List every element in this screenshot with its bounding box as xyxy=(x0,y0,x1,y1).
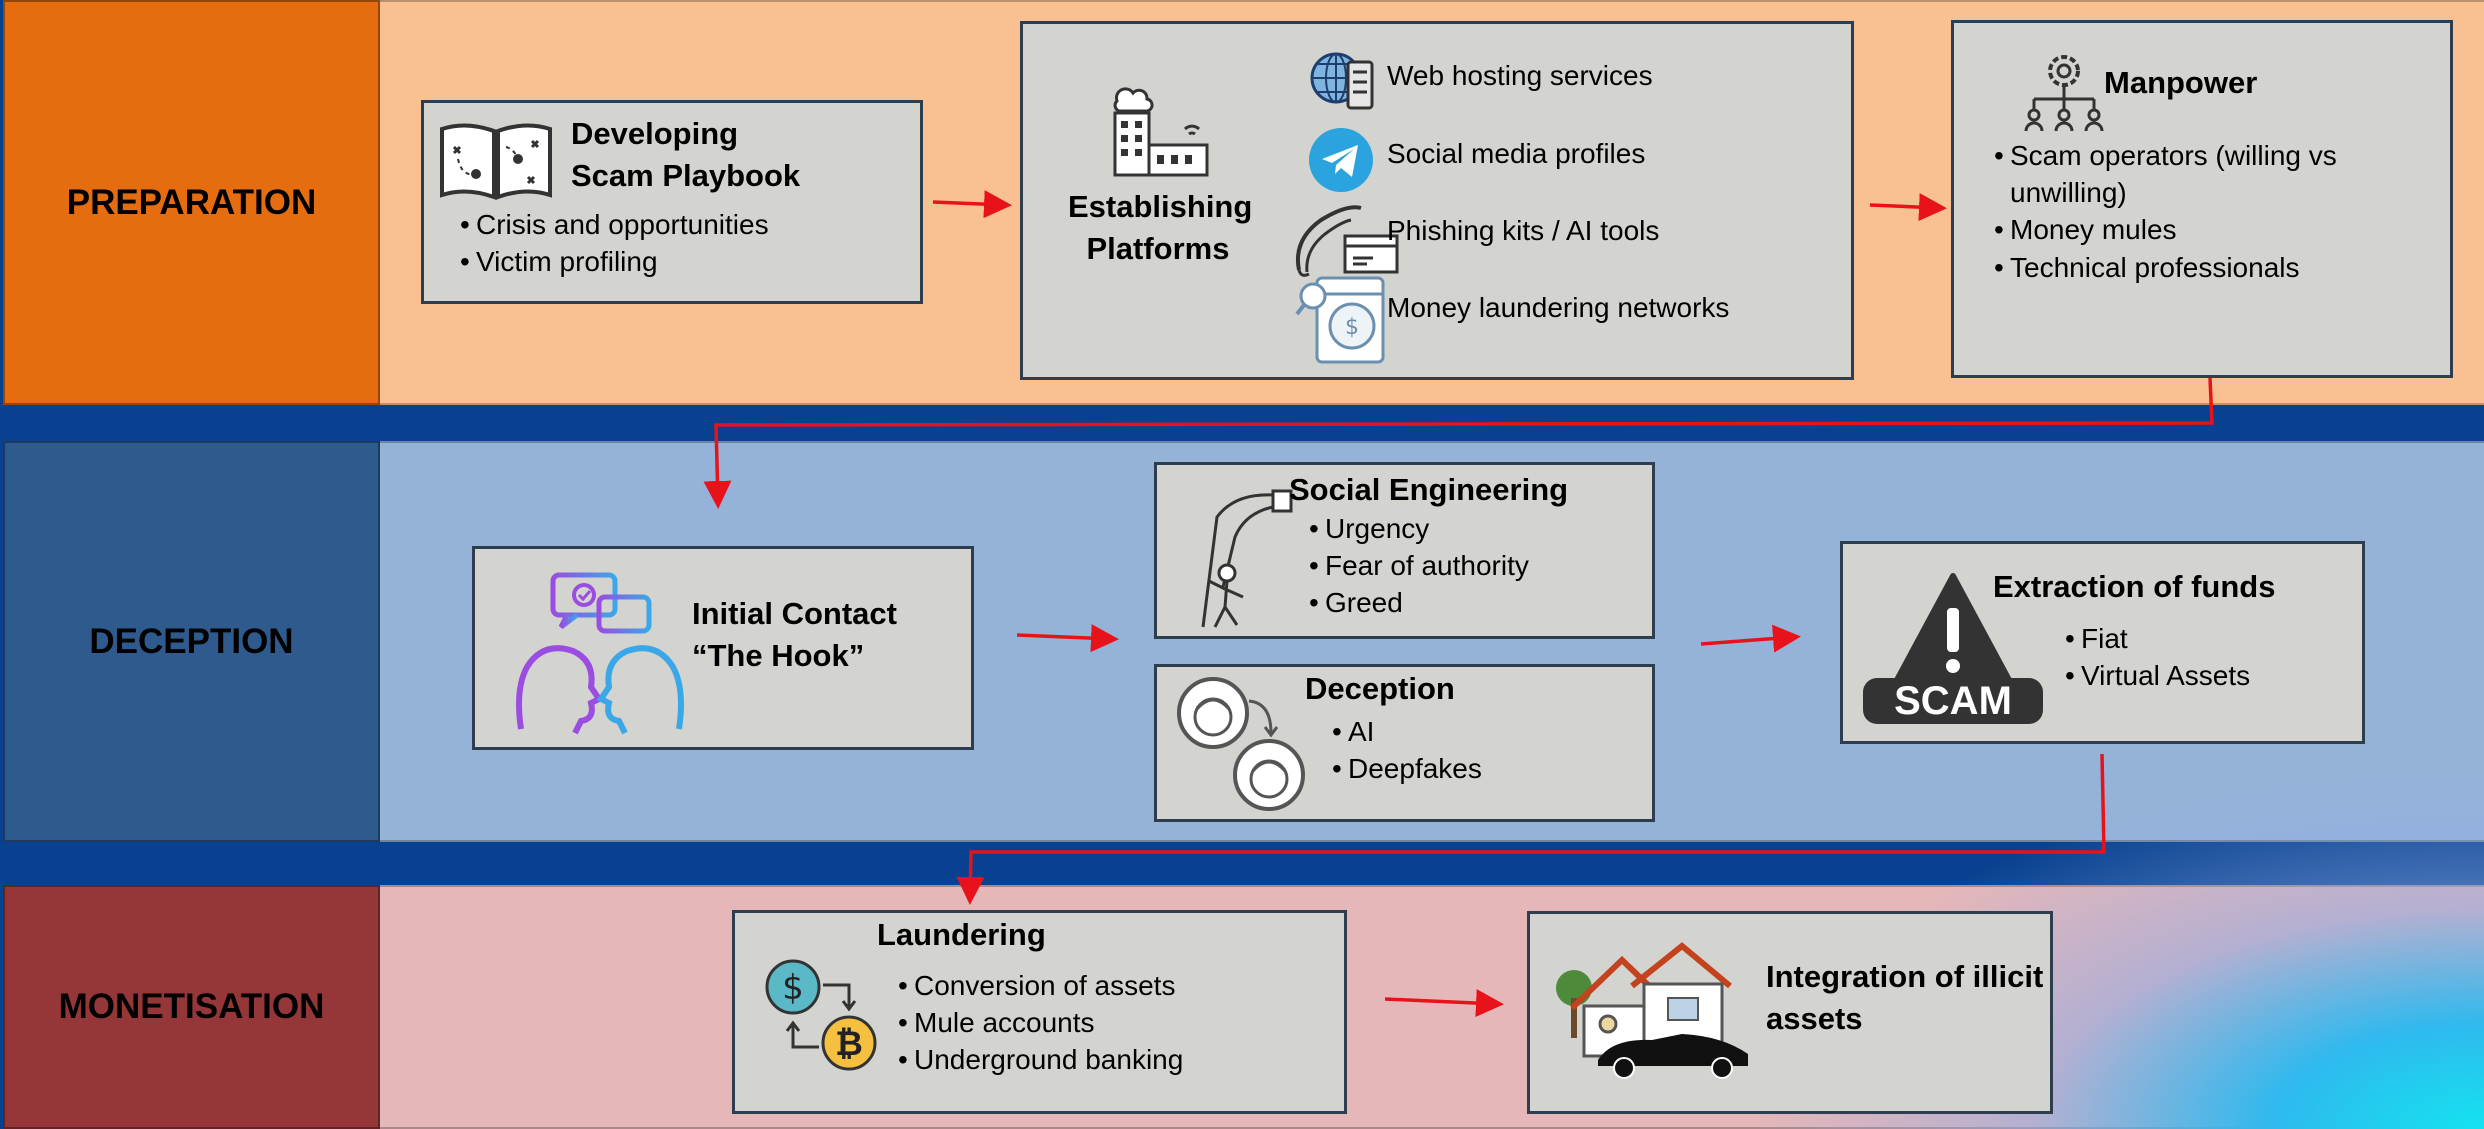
integration-title-line2: assets xyxy=(1766,1000,1863,1036)
manpower-box: Manpower Scam operators (willing vs unwi… xyxy=(1951,20,2453,378)
playbook-bullet: Crisis and opportunities xyxy=(460,206,769,243)
extraction-box: SCAM Extraction of funds Fiat Virtual As… xyxy=(1840,541,2365,744)
monetisation-label-text: MONETISATION xyxy=(58,987,325,1026)
playbook-box: Developing Scam Playbook Crisis and oppo… xyxy=(421,100,923,304)
platform-item: Web hosting services xyxy=(1387,60,1653,91)
washing-machine-money-icon: $ xyxy=(1295,270,1391,371)
monetisation-label: MONETISATION xyxy=(3,885,380,1129)
svg-text:$: $ xyxy=(782,968,804,1008)
dollar-bitcoin-exchange-icon: $ ₿ xyxy=(761,955,881,1080)
treasure-map-book-icon xyxy=(436,119,556,208)
deception-box-title: Deception xyxy=(1305,671,1455,706)
deception-box-bullet: AI xyxy=(1332,713,1482,750)
org-chart-gear-icon xyxy=(2022,51,2106,140)
extraction-bullet: Virtual Assets xyxy=(2065,657,2250,694)
social-engineering-bullets: Urgency Fear of authority Greed xyxy=(1309,510,1529,622)
platforms-box: Establishing Platforms Web hosting servi… xyxy=(1020,21,1854,380)
manpower-bullets: Scam operators (willing vs unwilling) Mo… xyxy=(1994,137,2434,286)
playbook-title: Developing Scam Playbook xyxy=(571,113,800,197)
fishing-hook-card-icon xyxy=(1291,200,1401,285)
platforms-title: Establishing Platforms xyxy=(1068,186,1253,270)
platform-item: Money laundering networks xyxy=(1387,292,1730,323)
svg-text:$: $ xyxy=(1345,315,1359,340)
chat-heads-icon xyxy=(515,569,685,744)
preparation-label: PREPARATION xyxy=(3,0,380,405)
laundering-bullets: Conversion of assets Mule accounts Under… xyxy=(898,967,1183,1079)
extraction-bullets: Fiat Virtual Assets xyxy=(2065,620,2250,695)
scam-sign-text: SCAM xyxy=(1894,679,2012,723)
integration-box: Integration of illicit assets xyxy=(1527,911,2053,1114)
extraction-title: Extraction of funds xyxy=(1993,569,2276,604)
globe-server-icon xyxy=(1308,48,1378,117)
deception-label: DECEPTION xyxy=(3,441,380,842)
monetisation-background xyxy=(380,885,2484,1129)
house-car-icon xyxy=(1552,936,1752,1091)
social-engineering-bullet: Fear of authority xyxy=(1309,547,1529,584)
deception-box-bullet: Deepfakes xyxy=(1332,750,1482,787)
playbook-bullets: Crisis and opportunities Victim profilin… xyxy=(460,206,769,281)
platform-item: Social media profiles xyxy=(1387,138,1646,169)
integration-title-line1: Integration of illicit xyxy=(1766,959,2044,994)
laundering-title: Laundering xyxy=(877,917,1046,952)
svg-text:₿: ₿ xyxy=(835,1024,863,1064)
playbook-title-line1: Developing xyxy=(571,116,739,151)
playbook-bullet: Victim profiling xyxy=(460,243,769,280)
manpower-bullet: Technical professionals xyxy=(1994,249,2434,286)
hook-box: Initial Contact “The Hook” xyxy=(472,546,974,750)
hook-title-line1: Initial Contact xyxy=(692,596,897,631)
playbook-title-line2: Scam Playbook xyxy=(571,157,801,193)
platform-item: Phishing kits / AI tools xyxy=(1387,215,1660,246)
laundering-bullet: Conversion of assets xyxy=(898,967,1183,1004)
deception-label-text: DECEPTION xyxy=(89,621,294,661)
manpower-bullet: Scam operators (willing vs unwilling) xyxy=(1994,137,2434,211)
social-engineering-bullet: Urgency xyxy=(1309,510,1529,547)
face-swap-icon xyxy=(1175,671,1311,820)
hook-title: Initial Contact “The Hook” xyxy=(692,593,897,677)
telegram-icon xyxy=(1308,127,1374,198)
platforms-title-line1: Establishing xyxy=(1068,189,1253,224)
laundering-bullet: Mule accounts xyxy=(898,1004,1183,1041)
manpower-bullet: Money mules xyxy=(1994,211,2434,248)
building-cloud-icon xyxy=(1103,79,1213,184)
platforms-title-line2: Platforms xyxy=(1086,230,1230,266)
laundering-bullet: Underground banking xyxy=(898,1041,1183,1078)
puppet-hand-icon xyxy=(1195,477,1295,642)
integration-title: Integration of illicit assets xyxy=(1766,956,2043,1040)
social-engineering-box: Social Engineering Urgency Fear of autho… xyxy=(1154,462,1655,639)
deception-box-bullets: AI Deepfakes xyxy=(1332,713,1482,788)
hook-title-line2: “The Hook” xyxy=(692,637,865,673)
scam-warning-icon: SCAM xyxy=(1859,570,2047,735)
deception-box: Deception AI Deepfakes xyxy=(1154,664,1655,822)
social-engineering-bullet: Greed xyxy=(1309,584,1529,621)
social-engineering-title: Social Engineering xyxy=(1289,472,1569,507)
preparation-label-text: PREPARATION xyxy=(66,182,317,222)
extraction-bullet: Fiat xyxy=(2065,620,2250,657)
manpower-title: Manpower xyxy=(2104,65,2258,100)
laundering-box: $ ₿ Laundering Conversion of assets Mule… xyxy=(732,910,1347,1114)
